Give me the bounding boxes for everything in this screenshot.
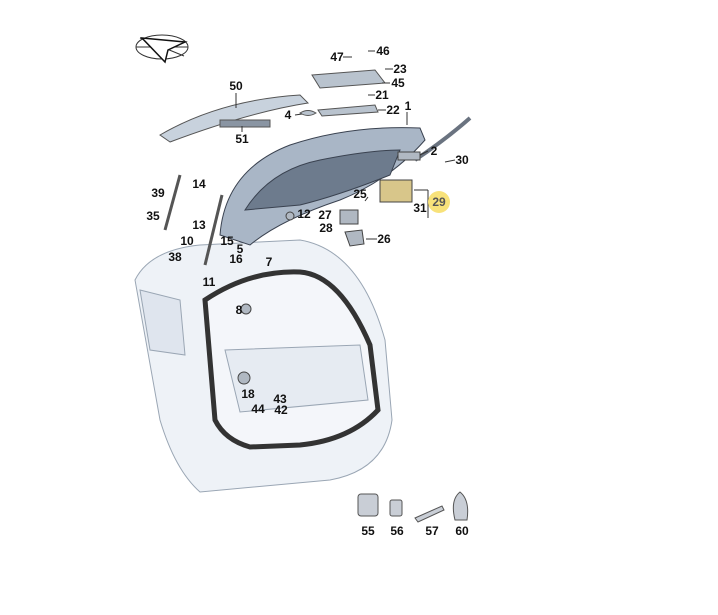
- part-label-44[interactable]: 44: [251, 402, 265, 416]
- part-label-8[interactable]: 8: [235, 303, 243, 317]
- tailgate: [219, 127, 426, 246]
- part-label-27[interactable]: 27: [318, 208, 332, 222]
- part-label-35[interactable]: 35: [146, 209, 160, 223]
- struts: [163, 116, 472, 266]
- part-label-4[interactable]: 4: [284, 108, 292, 122]
- part-label-51[interactable]: 51: [235, 132, 249, 146]
- latch-parts: [237, 151, 421, 385]
- part-label-60[interactable]: 60: [455, 524, 469, 538]
- part-label-42[interactable]: 42: [274, 403, 288, 417]
- part-label-5[interactable]: 5: [236, 242, 244, 256]
- part-label-38[interactable]: 38: [168, 250, 182, 264]
- part-label-45[interactable]: 45: [391, 76, 405, 90]
- part-label-26[interactable]: 26: [377, 232, 391, 246]
- part-label-57[interactable]: 57: [425, 524, 439, 538]
- part-label-56[interactable]: 56: [390, 524, 404, 538]
- part-label-46[interactable]: 46: [376, 44, 390, 58]
- part-label-14[interactable]: 14: [192, 177, 206, 191]
- compass-icon: [135, 34, 189, 64]
- part-label-22[interactable]: 22: [386, 103, 400, 117]
- part-label-21[interactable]: 21: [375, 88, 389, 102]
- part-label-28[interactable]: 28: [319, 221, 333, 235]
- part-label-43[interactable]: 43: [273, 392, 287, 406]
- part-label-13[interactable]: 13: [192, 218, 206, 232]
- part-label-50[interactable]: 50: [229, 79, 243, 93]
- part-label-29-highlighted[interactable]: 29: [428, 191, 450, 213]
- part-label-7[interactable]: 7: [265, 255, 273, 269]
- part-label-18[interactable]: 18: [241, 387, 255, 401]
- part-label-31[interactable]: 31: [413, 201, 427, 215]
- part-label-39[interactable]: 39: [151, 186, 165, 200]
- consumables: [357, 491, 469, 523]
- part-label-25[interactable]: 25: [353, 187, 367, 201]
- part-label-16[interactable]: 16: [229, 252, 243, 266]
- part-label-11[interactable]: 11: [202, 275, 216, 289]
- part-label-55[interactable]: 55: [361, 524, 375, 538]
- part-label-12[interactable]: 12: [297, 207, 311, 221]
- part-label-2[interactable]: 2: [430, 144, 438, 158]
- car-body: [134, 239, 393, 493]
- trim-strips: [299, 69, 386, 117]
- part-label-23[interactable]: 23: [393, 62, 407, 76]
- spoiler: [159, 94, 310, 143]
- part-label-1[interactable]: 1: [404, 99, 412, 113]
- part-label-10[interactable]: 10: [180, 234, 194, 248]
- part-label-47[interactable]: 47: [330, 50, 344, 64]
- part-label-15[interactable]: 15: [220, 234, 234, 248]
- part-label-30[interactable]: 30: [455, 153, 469, 167]
